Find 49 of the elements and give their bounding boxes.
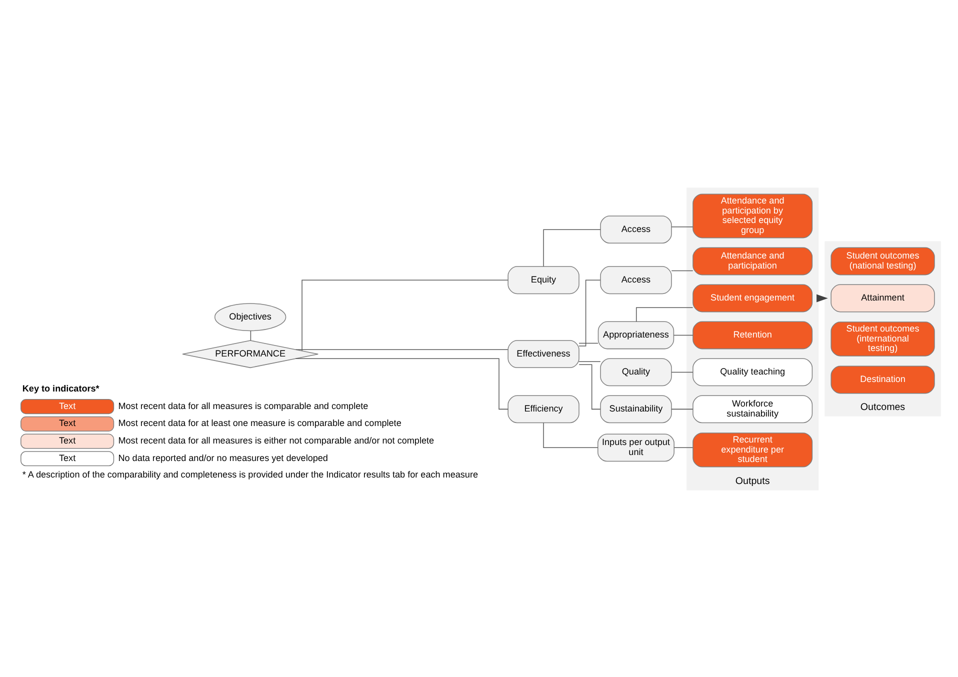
- connector: [671, 371, 694, 372]
- node-box: Workforce sustainability: [692, 394, 813, 423]
- connector: [636, 306, 694, 322]
- legend-label: No data reported and/or no measures yet developed: [118, 452, 328, 462]
- node-box: Student engagement: [692, 284, 813, 312]
- legend-label: Most recent data for at least one measure is comparable and complete: [118, 418, 402, 428]
- connector: [578, 342, 598, 344]
- label: Text: [59, 418, 76, 428]
- connector: [578, 279, 601, 346]
- label: Text: [59, 435, 76, 446]
- connector: [543, 422, 598, 448]
- node-box: Recurrent expenditure per student: [692, 432, 813, 467]
- node-box: Student outcomes (international testing): [830, 321, 935, 356]
- connector: [671, 408, 694, 410]
- connector: [673, 334, 694, 336]
- connector: [295, 348, 508, 350]
- legend-label: Most recent data for all measures is either not comparable and/or not complete: [118, 435, 434, 446]
- label: Text: [59, 400, 76, 410]
- connector: [674, 446, 694, 448]
- connector: [671, 226, 694, 227]
- node-box: Retention: [692, 320, 813, 349]
- connector: [578, 364, 601, 410]
- node-box: Student outcomes (national testing): [830, 246, 935, 275]
- node-box: Sustainability: [600, 394, 672, 423]
- connector: [302, 279, 508, 351]
- node-diamond: PERFORMANCE: [182, 340, 318, 368]
- connector: [578, 360, 601, 362]
- legend-label: Most recent data for all measures is comparable and complete: [118, 400, 368, 410]
- node-box: Inputs per output unit: [598, 433, 674, 462]
- node-box: Attendance and participation: [692, 246, 813, 275]
- node-box: Quality teaching: [692, 358, 813, 386]
- node-box: Access: [600, 266, 672, 294]
- connector: [295, 358, 508, 410]
- node-box: Equity: [508, 266, 580, 294]
- node-box: Access: [600, 215, 672, 244]
- node-box: Effectiveness: [508, 340, 580, 368]
- node-box: Attainment: [830, 284, 935, 312]
- label: Text: [59, 452, 76, 462]
- label: * A description of the comparability and completeness is provided under the Indicator results tab for each measure: [22, 469, 478, 480]
- node-box: Destination: [830, 365, 935, 394]
- connector: [250, 330, 252, 340]
- node-ellipse: Objectives: [214, 302, 286, 331]
- node-box: Efficiency: [508, 394, 580, 423]
- label: Key to indicators*: [22, 383, 100, 394]
- node-box: Attendance and participation by selected equity group: [692, 193, 813, 238]
- node-box: Appropriateness: [598, 320, 674, 349]
- connector: [671, 270, 694, 271]
- node-box: Quality: [600, 358, 672, 386]
- connector: [543, 228, 601, 266]
